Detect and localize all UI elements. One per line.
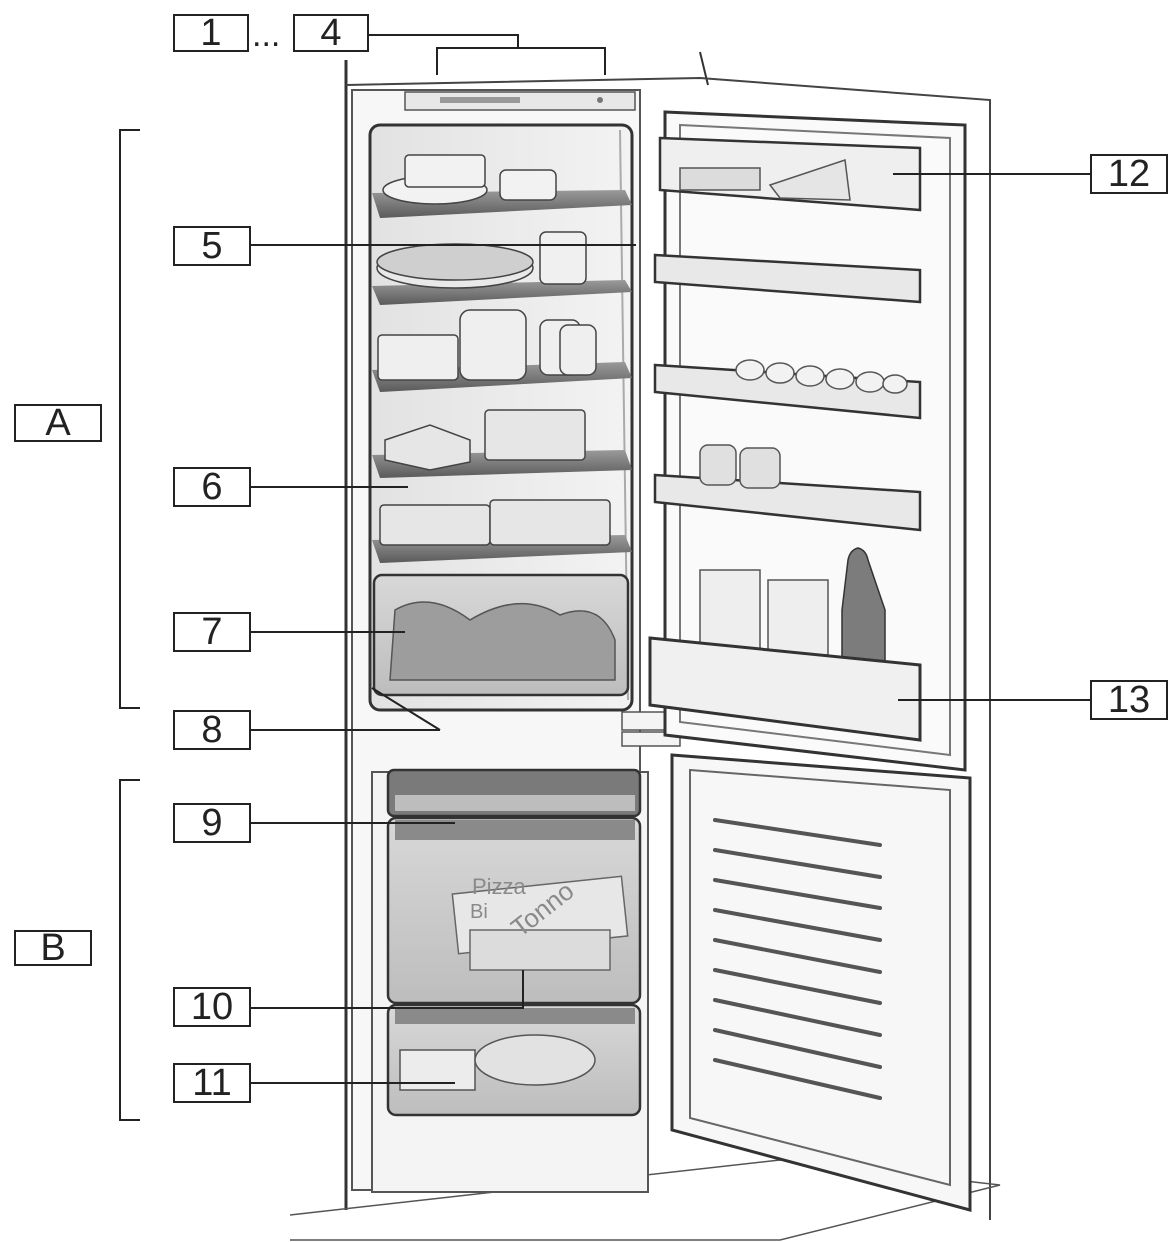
door-bottle-shelf — [648, 547, 922, 742]
vegetable-crisper — [372, 573, 630, 697]
callout-label-1: 1 — [173, 14, 249, 52]
callout-range-ellipsis: ... — [252, 16, 281, 54]
callout-label-10: 10 — [173, 987, 251, 1027]
zone-b-bracket — [119, 779, 140, 1121]
zone-a-bracket — [119, 129, 140, 709]
freezer-drawer-middle: Pizza Bi Tonno — [386, 816, 642, 1005]
callout-label-6: 6 — [173, 467, 251, 507]
packaged-food — [379, 409, 611, 546]
freezer-door-ribs — [713, 818, 882, 1100]
callout-label-12: 12 — [1090, 154, 1168, 194]
freezer-drawer-top — [386, 768, 642, 818]
callout-label-5: 5 — [173, 226, 251, 266]
freezer-drawer-bottom — [386, 1003, 642, 1117]
controls-callout-bracket — [368, 34, 606, 75]
door-shelf-jars — [653, 444, 922, 532]
door-shelf-1 — [653, 253, 922, 304]
callout-label-11: 11 — [173, 1063, 251, 1103]
callout-label-7: 7 — [173, 612, 251, 652]
cheese-items — [382, 154, 557, 205]
callout-label-4: 4 — [293, 14, 369, 52]
callout-label-9: 9 — [173, 803, 251, 843]
jars-and-boxes — [377, 309, 597, 381]
fridge-compartment — [368, 123, 681, 747]
zone-label-b: B — [14, 929, 92, 967]
fridge-door — [648, 110, 967, 772]
freezer-door — [670, 753, 972, 1212]
freezer-compartment: Pizza Bi Tonno — [371, 768, 649, 1193]
leader-line-10 — [250, 970, 524, 1009]
callout-label-13: 13 — [1090, 680, 1168, 720]
callout-label-8: 8 — [173, 710, 251, 750]
door-shelf-eggs — [653, 359, 922, 420]
door-butter-compartment — [658, 136, 922, 212]
leader-lines — [250, 173, 1090, 1084]
control-panel — [404, 91, 636, 111]
zone-label-a: A — [14, 404, 102, 442]
pizza-package-label: Pizza — [472, 874, 527, 899]
bianca-package-label: Bi — [470, 901, 488, 923]
